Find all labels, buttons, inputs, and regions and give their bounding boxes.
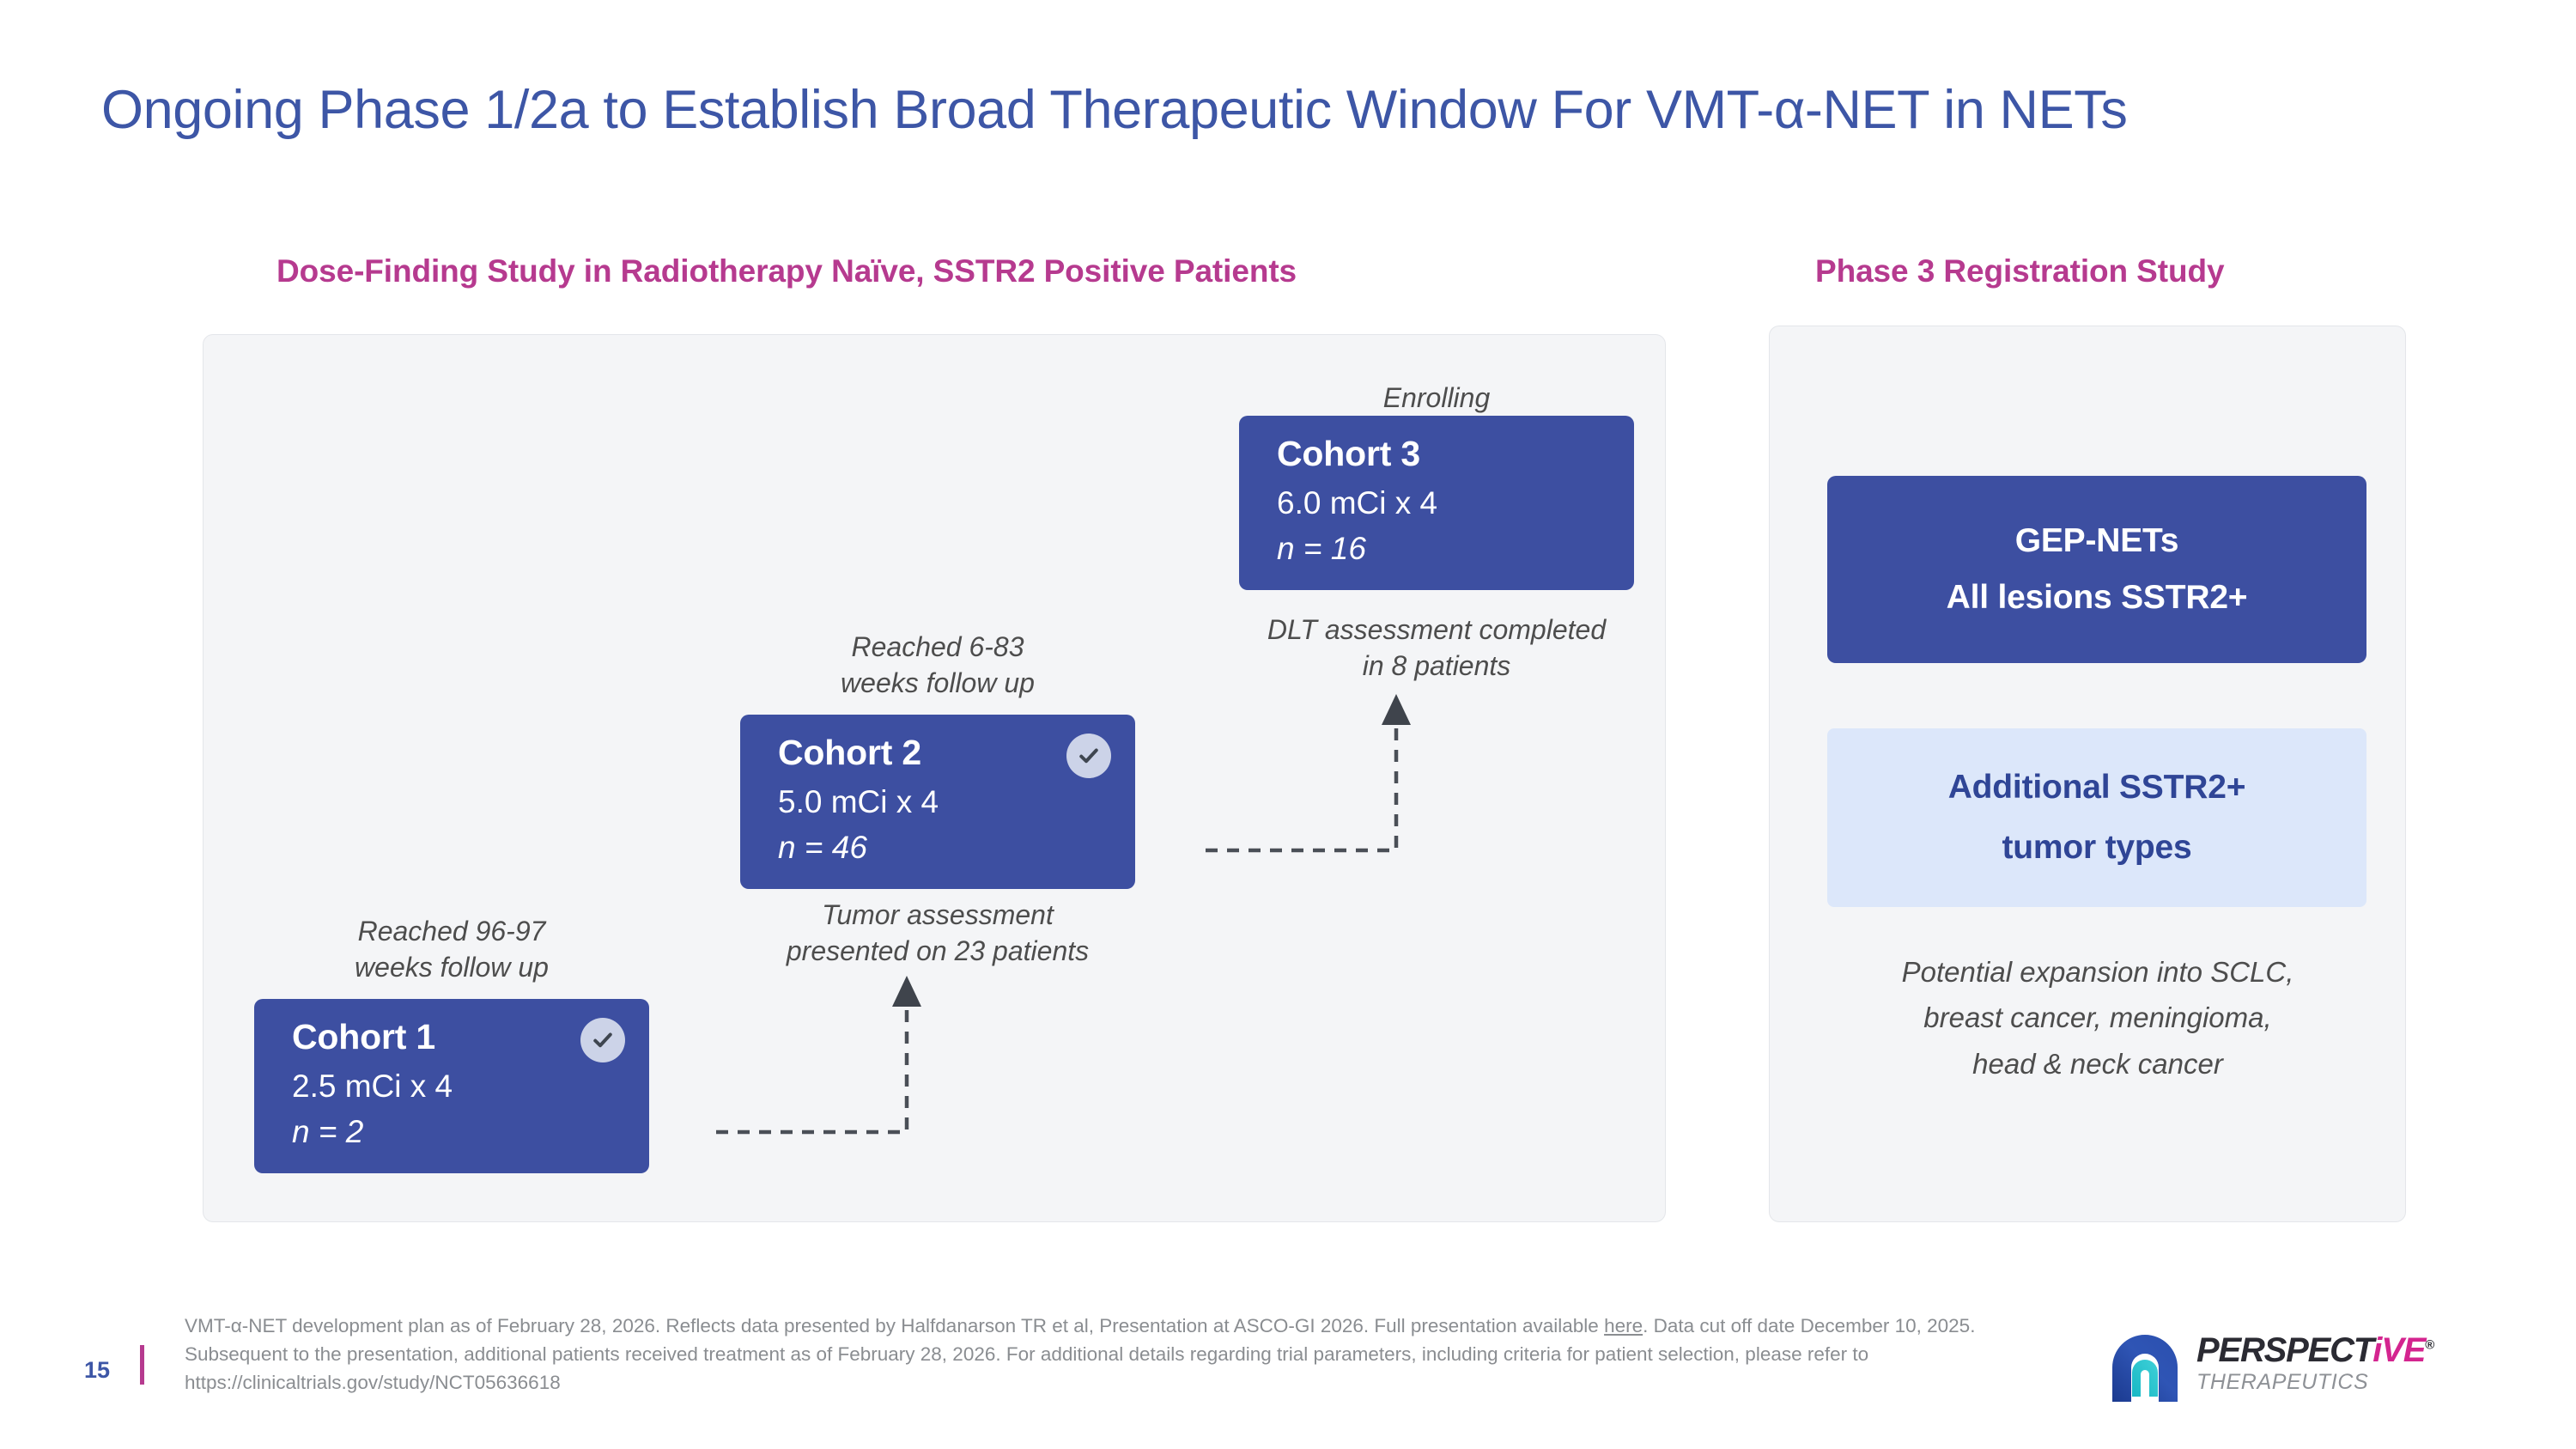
cohort-2-label-above: Reached 6-83 weeks follow up — [841, 631, 1035, 698]
cohort-2-box[interactable]: Cohort 2 5.0 mCi x 4 n = 46 — [740, 715, 1135, 889]
gep-nets-line-1: GEP-NETs — [2014, 522, 2179, 559]
perspective-arch-icon — [2105, 1328, 2184, 1407]
cohort-1-box[interactable]: Cohort 1 2.5 mCi x 4 n = 2 — [254, 999, 649, 1173]
footnote-here-link[interactable]: here — [1604, 1315, 1643, 1336]
connector-arrow-icon — [716, 976, 921, 1135]
cohort-2-dose: 5.0 mCi x 4 — [778, 783, 939, 819]
cohort-3-title: Cohort 3 — [1277, 434, 1420, 473]
connector-arrow-icon — [1206, 694, 1411, 853]
cohort-3-n: n = 16 — [1277, 531, 1366, 567]
gep-nets-box[interactable]: GEP-NETs All lesions SSTR2+ — [1827, 476, 2366, 663]
cohort-3-box[interactable]: Cohort 3 6.0 mCi x 4 n = 16 — [1239, 416, 1634, 590]
connector-cohort1-to-cohort2 — [713, 969, 936, 1141]
cohort-2-n: n = 46 — [778, 830, 867, 866]
logo-word-part2: VE — [2381, 1331, 2426, 1369]
cohort-1-title: Cohort 1 — [292, 1017, 435, 1056]
additional-tumor-line-1: Additional SSTR2+ — [1947, 769, 2246, 806]
right-section-header: Phase 3 Registration Study — [1815, 253, 2225, 289]
page-number-divider — [140, 1345, 144, 1385]
footnote-part-2: . Data cut off date December 10, 2025. S… — [185, 1315, 1976, 1393]
cohort-3-label-above: Enrolling — [1382, 382, 1491, 413]
gep-nets-line-2: All lesions SSTR2+ — [1946, 579, 2248, 616]
logo-word-part1: PERSPECT — [2196, 1331, 2373, 1369]
footnote-part-1: VMT-α-NET development plan as of Februar… — [185, 1315, 1605, 1336]
page-number: 15 — [84, 1357, 111, 1383]
cohort-1-label-above: Reached 96-97 weeks follow up — [355, 916, 549, 983]
cohort-3-dose: 6.0 mCi x 4 — [1277, 484, 1438, 521]
left-section-header: Dose-Finding Study in Radiotherapy Naïve… — [276, 253, 1297, 289]
cohort-1-dose: 2.5 mCi x 4 — [292, 1068, 453, 1104]
logo-word: PERSPECTiVE® — [2196, 1331, 2434, 1369]
logo-registered-mark: ® — [2425, 1337, 2434, 1353]
cohort-1-check-icon — [580, 1018, 625, 1062]
footnote: VMT-α-NET development plan as of Februar… — [185, 1312, 2057, 1397]
additional-tumor-types-box[interactable]: Additional SSTR2+ tumor types — [1827, 728, 2366, 907]
cohort-2-check-icon — [1066, 734, 1111, 778]
logo-subtitle: THERAPEUTICS — [2196, 1370, 2369, 1394]
connector-cohort2-to-cohort3 — [1202, 687, 1425, 859]
cohort-2-label-below: Tumor assessment presented on 23 patient… — [786, 899, 1090, 966]
logo-word-i: i — [2372, 1331, 2382, 1369]
additional-tumor-line-2: tumor types — [2002, 829, 2192, 866]
phase3-expansion-note: Potential expansion into SCLC, breast ca… — [1901, 956, 2294, 1080]
page-title: Ongoing Phase 1/2a to Establish Broad Th… — [101, 80, 2128, 140]
cohort-1-n: n = 2 — [292, 1114, 364, 1150]
cohort-3-label-below: DLT assessment completed in 8 patients — [1267, 614, 1607, 681]
logo-wordmark: PERSPECTiVE® THERAPEUTICS — [2196, 1331, 2434, 1394]
cohort-2-title: Cohort 2 — [778, 733, 921, 772]
company-logo: PERSPECTiVE® THERAPEUTICS — [2105, 1328, 2466, 1407]
